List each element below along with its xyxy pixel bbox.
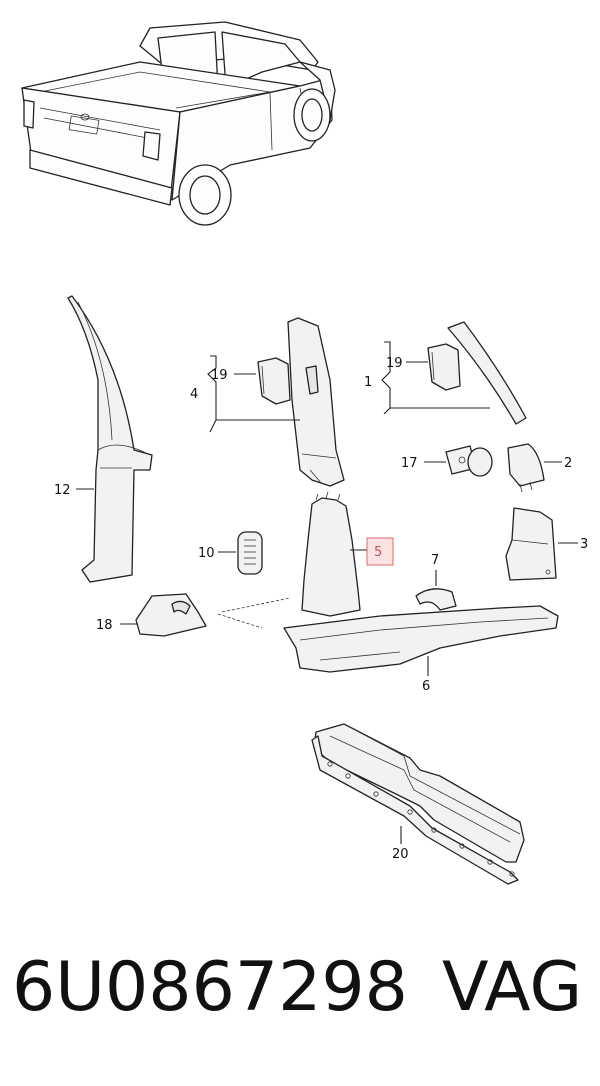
callout-18: 18 xyxy=(96,618,113,633)
callout-19-left: 19 xyxy=(211,368,228,383)
callout-17: 17 xyxy=(401,456,418,471)
part-2-cover xyxy=(507,443,545,493)
callout-12: 12 xyxy=(54,483,71,498)
part-6-sill-trim xyxy=(217,597,559,673)
part-18-bracket xyxy=(135,593,207,637)
part-19-clip-left xyxy=(257,357,291,405)
part-7-cap xyxy=(415,588,457,611)
callout-5: 5 xyxy=(374,545,382,560)
part-1-trim-strip xyxy=(447,321,527,425)
callout-2: 2 xyxy=(564,456,572,471)
vehicle-illustration xyxy=(21,21,336,226)
callout-19-right: 19 xyxy=(386,356,403,371)
part-12-pillar-trim xyxy=(67,295,153,583)
part-3-side-trim xyxy=(505,507,557,581)
callout-4: 4 xyxy=(190,387,198,402)
callout-20: 20 xyxy=(392,847,409,862)
part-number: 6U0867298 xyxy=(12,948,408,1027)
callout-6: 6 xyxy=(422,679,430,694)
callout-7: 7 xyxy=(431,553,439,568)
part-17-clip xyxy=(445,445,493,477)
callout-10: 10 xyxy=(198,546,215,561)
callout-3: 3 xyxy=(580,537,588,552)
part-20-sill-cover-tray xyxy=(311,723,525,885)
part-10-vent-grille xyxy=(237,531,263,575)
callout-5-highlight-box xyxy=(366,537,394,566)
part-4-b-pillar-upper-trim xyxy=(287,317,345,487)
brand-label: VAG xyxy=(442,948,583,1027)
callout-1: 1 xyxy=(364,375,372,390)
part-19-clip-right xyxy=(427,343,461,391)
part-5-b-pillar-lower-trim xyxy=(301,491,361,617)
